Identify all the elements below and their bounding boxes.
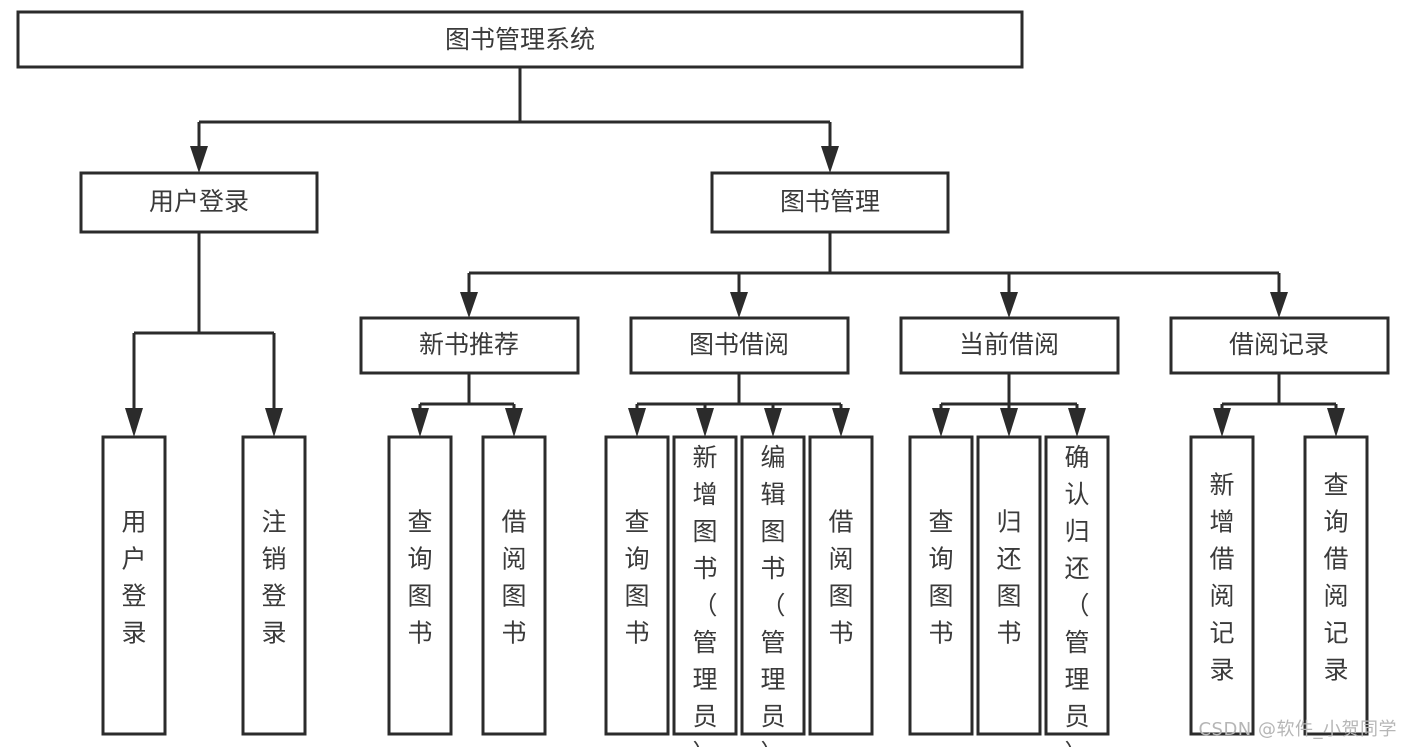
node-leaf-add-record-label: 新增借阅记录 xyxy=(1209,471,1234,685)
node-leaf-query-book-1-box[interactable] xyxy=(387,435,453,736)
node-leaf-borrow-book-2[interactable]: 借阅图书 xyxy=(808,435,874,736)
node-new-book-rec-box[interactable] xyxy=(359,316,580,375)
arrow-head-borrow-record xyxy=(1270,292,1288,318)
node-leaf-user-login-box[interactable] xyxy=(101,435,167,736)
arrow-head-leaf-confirm-return xyxy=(1068,408,1086,437)
node-leaf-confirm-return-label: 确认归还（管理员） xyxy=(1064,443,1089,747)
arrow-head-book-borrow xyxy=(730,292,748,318)
node-user-login[interactable]: 用户登录 xyxy=(79,171,319,234)
node-leaf-user-login[interactable]: 用户登录 xyxy=(101,435,167,736)
node-leaf-query-record-label: 查询借阅记录 xyxy=(1323,471,1348,685)
node-leaf-query-book-2-label: 查询图书 xyxy=(624,508,649,648)
node-leaf-confirm-return-box[interactable] xyxy=(1044,435,1110,736)
node-leaf-query-book-3[interactable]: 查询图书 xyxy=(908,435,974,736)
node-leaf-add-record[interactable]: 新增借阅记录 xyxy=(1189,435,1255,736)
node-leaf-query-book-2[interactable]: 查询图书 xyxy=(604,435,670,736)
node-leaf-borrow-book-1-label: 借阅图书 xyxy=(501,508,526,648)
node-user-login-box[interactable] xyxy=(79,171,319,234)
node-leaf-query-record-box[interactable] xyxy=(1303,435,1369,736)
arrow-head-leaf-query-book-2 xyxy=(628,408,646,437)
arrow-head-current-borrow xyxy=(1000,292,1018,318)
arrow-head-leaf-logout xyxy=(265,408,283,437)
node-current-borrow-label: 当前借阅 xyxy=(959,330,1059,359)
node-borrow-record[interactable]: 借阅记录 xyxy=(1169,316,1390,375)
node-leaf-return-book[interactable]: 归还图书 xyxy=(976,435,1042,736)
node-leaf-logout-box[interactable] xyxy=(241,435,307,736)
node-leaf-edit-book-label: 编辑图书（管理员） xyxy=(760,443,785,747)
node-book-manage[interactable]: 图书管理 xyxy=(710,171,950,234)
arrow-head-leaf-borrow-book-1 xyxy=(505,408,523,437)
node-leaf-return-book-label: 归还图书 xyxy=(996,508,1021,648)
node-leaf-add-book-label: 新增图书（管理员） xyxy=(692,443,717,747)
node-leaf-query-record[interactable]: 查询借阅记录 xyxy=(1303,435,1369,736)
node-leaf-borrow-book-2-box[interactable] xyxy=(808,435,874,736)
node-current-borrow-box[interactable] xyxy=(899,316,1120,375)
arrow-head-leaf-borrow-book-2 xyxy=(832,408,850,437)
node-leaf-add-book-box[interactable] xyxy=(672,435,738,736)
node-root[interactable]: 图书管理系统 xyxy=(16,10,1024,69)
arrow-head-leaf-query-book-1 xyxy=(411,408,429,437)
node-current-borrow[interactable]: 当前借阅 xyxy=(899,316,1120,375)
node-leaf-return-book-box[interactable] xyxy=(976,435,1042,736)
arrow-head-leaf-add-record xyxy=(1213,408,1231,437)
node-new-book-rec[interactable]: 新书推荐 xyxy=(359,316,580,375)
node-leaf-query-book-2-box[interactable] xyxy=(604,435,670,736)
arrow-head-new-book-rec xyxy=(460,292,478,318)
node-user-login-label: 用户登录 xyxy=(149,187,249,216)
node-borrow-record-box[interactable] xyxy=(1169,316,1390,375)
node-leaf-edit-book[interactable]: 编辑图书（管理员） xyxy=(740,435,806,747)
arrow-head-leaf-return-book xyxy=(1000,408,1018,437)
arrow-head-leaf-query-record xyxy=(1327,408,1345,437)
arrow-head-book-manage xyxy=(821,146,839,173)
node-root-label: 图书管理系统 xyxy=(445,25,595,54)
node-leaf-logout[interactable]: 注销登录 xyxy=(241,435,307,736)
node-leaf-borrow-book-1-box[interactable] xyxy=(481,435,547,736)
node-book-manage-label: 图书管理 xyxy=(780,187,880,216)
node-leaf-query-book-1-label: 查询图书 xyxy=(407,508,432,648)
node-book-borrow[interactable]: 图书借阅 xyxy=(629,316,850,375)
arrow-head-leaf-user-login xyxy=(125,408,143,437)
connector-layer xyxy=(125,67,1345,437)
csdn-watermark: CSDN @软件_小贺同学 xyxy=(1198,719,1397,740)
node-leaf-add-book[interactable]: 新增图书（管理员） xyxy=(672,435,738,747)
node-leaf-borrow-book-2-label: 借阅图书 xyxy=(828,508,853,648)
arrow-head-leaf-edit-book xyxy=(764,408,782,437)
node-borrow-record-label: 借阅记录 xyxy=(1229,330,1329,359)
arrow-head-leaf-add-book xyxy=(696,408,714,437)
node-book-manage-box[interactable] xyxy=(710,171,950,234)
node-leaf-add-record-box[interactable] xyxy=(1189,435,1255,736)
node-book-borrow-box[interactable] xyxy=(629,316,850,375)
node-new-book-rec-label: 新书推荐 xyxy=(419,330,519,359)
node-leaf-user-login-label: 用户登录 xyxy=(121,508,146,648)
arrow-head-leaf-query-book-3 xyxy=(932,408,950,437)
node-leaf-query-book-1[interactable]: 查询图书 xyxy=(387,435,453,736)
node-root-box[interactable] xyxy=(16,10,1024,69)
node-leaf-query-book-3-label: 查询图书 xyxy=(928,508,953,648)
node-leaf-confirm-return[interactable]: 确认归还（管理员） xyxy=(1044,435,1110,747)
node-leaf-borrow-book-1[interactable]: 借阅图书 xyxy=(481,435,547,736)
node-leaf-edit-book-box[interactable] xyxy=(740,435,806,736)
arrow-head-user-login xyxy=(190,146,208,173)
node-leaf-query-book-3-box[interactable] xyxy=(908,435,974,736)
node-leaf-logout-label: 注销登录 xyxy=(261,508,286,648)
node-book-borrow-label: 图书借阅 xyxy=(689,330,789,359)
